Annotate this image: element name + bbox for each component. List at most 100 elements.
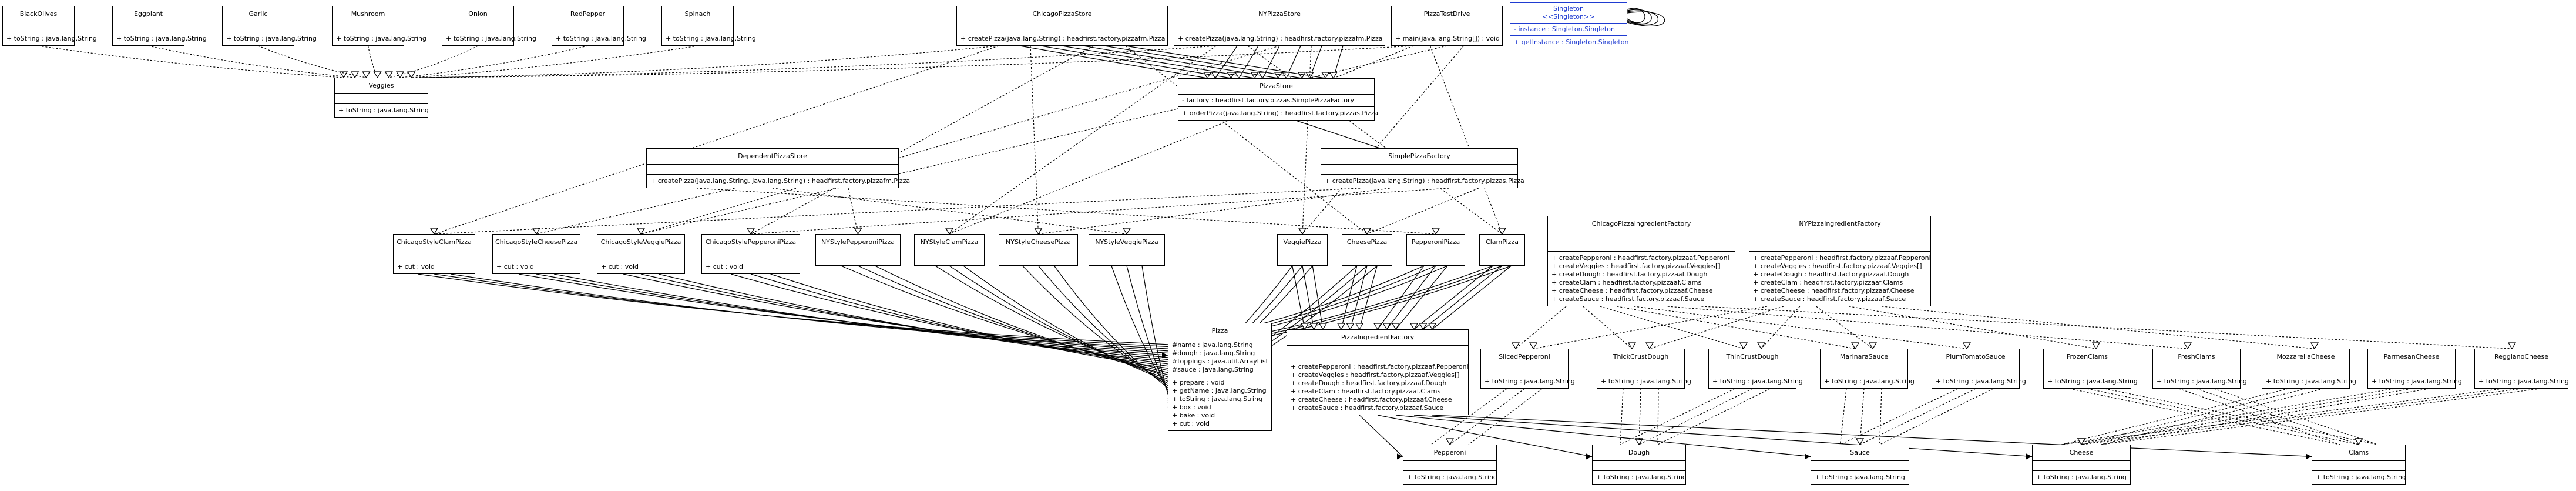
class-chicagostylecheesepizza[interactable]: ChicagoStyleCheesePizza + cut : void xyxy=(492,234,580,274)
class-methods: + toString : java.lang.String xyxy=(223,32,317,45)
class-name: ThickCrustDough xyxy=(1597,349,1684,365)
generalization-edge xyxy=(450,273,1168,349)
method: + toString : java.lang.String xyxy=(1601,378,1691,385)
class-onion[interactable]: Onion + toString : java.lang.String xyxy=(442,6,536,46)
class-garlic[interactable]: Garlic + toString : java.lang.String xyxy=(222,6,317,46)
class-clampizza[interactable]: ClamPizza xyxy=(1479,234,1525,266)
method: + createClam : headfirst.factory.pizzaaf… xyxy=(1753,279,1903,286)
class-pizza[interactable]: Pizza #name : java.lang.String #dough : … xyxy=(1168,323,1272,431)
class-plumtomatosauce[interactable]: PlumTomatoSauce + toString : java.lang.S… xyxy=(1932,349,2026,389)
class-freshclams[interactable]: FreshClams + toString : java.lang.String xyxy=(2152,349,2247,389)
method: + getInstance : Singleton.Singleton xyxy=(1514,38,1629,46)
class-eggplant[interactable]: Eggplant + toString : java.lang.String xyxy=(112,6,207,46)
class-chicagopizzastore[interactable]: ChicagoPizzaStore + createPizza(java.lan… xyxy=(956,6,1168,46)
class-spinach[interactable]: Spinach + toString : java.lang.String xyxy=(661,6,756,46)
class-name: PizzaTestDrive xyxy=(1392,6,1502,22)
method: + createVeggies : headfirst.factory.pizz… xyxy=(1551,262,1721,270)
dependency-arrowhead xyxy=(1868,342,1878,350)
association-arrowhead xyxy=(2306,453,2312,460)
realization-edge xyxy=(1840,388,1959,445)
class-nystylepepperonipizza[interactable]: NYStylePepperoniPizza xyxy=(815,234,901,266)
class-mozzarellacheese[interactable]: MozzarellaCheese + toString : java.lang.… xyxy=(2262,349,2356,389)
realization-edge xyxy=(2214,388,2378,445)
class-chicagopizzaingredientfactory[interactable]: ChicagoPizzaIngredientFactory + createPe… xyxy=(1547,216,1735,306)
class-parmesancheese[interactable]: ParmesanCheese + toString : java.lang.St… xyxy=(2367,349,2462,389)
class-dependentpizzastore[interactable]: DependentPizzaStore + createPizza(java.l… xyxy=(646,148,910,188)
class-pizzastore[interactable]: PizzaStore - factory : headfirst.factory… xyxy=(1178,78,1379,121)
class-mushroom[interactable]: Mushroom + toString : java.lang.String xyxy=(332,6,426,46)
dependency-arrowhead xyxy=(1034,228,1043,235)
class-veggies[interactable]: Veggies + toString : java.lang.String xyxy=(334,78,429,118)
class-name: DependentPizzaStore xyxy=(647,149,898,165)
class-fields xyxy=(1407,250,1465,260)
method: + createSauce : headfirst.factory.pizzaa… xyxy=(1551,295,1705,303)
dependency-arrowhead xyxy=(1627,342,1637,350)
class-chicagostylepepperonipizza[interactable]: ChicagoStylePepperoniPizza + cut : void xyxy=(701,234,800,274)
class-reggianocheese[interactable]: ReggianoCheese + toString : java.lang.St… xyxy=(2474,349,2569,389)
class-fields xyxy=(493,250,580,260)
dependency-arrowhead xyxy=(1850,342,1860,350)
class-singleton[interactable]: Singleton <<Singleton>> - instance : Sin… xyxy=(1510,2,1629,49)
method: + toString : java.lang.String xyxy=(2266,378,2356,385)
class-nystyleveggiepizza[interactable]: NYStyleVeggiePizza xyxy=(1089,234,1165,266)
class-methods: + toString : java.lang.String xyxy=(2368,375,2462,388)
class-name: Veggies xyxy=(335,78,428,94)
dependency-arrowhead xyxy=(2183,342,2192,350)
method: + orderPizza(java.lang.String) : headfir… xyxy=(1182,109,1379,117)
generalization-arrowhead xyxy=(1329,72,1338,79)
class-fields xyxy=(2475,365,2568,375)
dependency-edge xyxy=(418,45,1414,78)
realization-arrowhead xyxy=(373,71,382,79)
method: + createSauce : headfirst.factory.pizzaa… xyxy=(1753,295,1906,303)
class-methods: + toString : java.lang.String xyxy=(2044,375,2138,388)
class-cheese[interactable]: Cheese + toString : java.lang.String xyxy=(2032,445,2131,485)
class-frozenclams[interactable]: FrozenClams + toString : java.lang.Strin… xyxy=(2043,349,2138,389)
class-pepperonipizza[interactable]: PepperoniPizza xyxy=(1406,234,1465,266)
realization-edge xyxy=(2101,388,2430,445)
class-fields xyxy=(2262,365,2349,375)
class-pizzaingredientfactory[interactable]: PizzaIngredientFactory + createPepperoni… xyxy=(1287,329,1469,415)
class-marinarasauce[interactable]: MarinaraSauce + toString : java.lang.Str… xyxy=(1820,349,1915,389)
class-thickcrustdough[interactable]: ThickCrustDough + toString : java.lang.S… xyxy=(1597,349,1691,389)
class-name: Eggplant xyxy=(113,6,184,22)
class-nypizzastore[interactable]: NYPizzaStore + createPizza(java.lang.Str… xyxy=(1174,6,1385,46)
class-nystylecheesepizza[interactable]: NYStyleCheesePizza xyxy=(999,234,1078,266)
method: + createDough : headfirst.factory.pizzaa… xyxy=(1551,270,1708,278)
class-chicagostyleveggiepizza[interactable]: ChicagoStyleVeggiePizza + cut : void xyxy=(597,234,685,274)
generalization-arrowhead xyxy=(1297,72,1307,79)
dependency-edge xyxy=(1816,306,1873,349)
class-sauce[interactable]: Sauce + toString : java.lang.String xyxy=(1811,445,1909,485)
class-nypizzaingredientfactory[interactable]: NYPizzaIngredientFactory + createPeppero… xyxy=(1749,216,1931,306)
class-nystyleclampizza[interactable]: NYStyleClamPizza xyxy=(914,234,985,266)
class-blackolives[interactable]: BlackOlives + toString : java.lang.Strin… xyxy=(2,6,97,46)
class-clams[interactable]: Clams + toString : java.lang.String xyxy=(2312,445,2406,485)
class-pizzatestdrive[interactable]: PizzaTestDrive + main(java.lang.String[]… xyxy=(1391,6,1503,46)
class-methods: + toString : java.lang.String xyxy=(662,32,756,45)
class-cheesepizza[interactable]: CheesePizza xyxy=(1342,234,1392,266)
class-methods: + createPepperoni : headfirst.factory.pi… xyxy=(1548,252,1735,306)
class-redpepper[interactable]: RedPepper + toString : java.lang.String xyxy=(552,6,646,46)
method: + toString : java.lang.String xyxy=(2036,473,2127,481)
class-name: ChicagoStyleCheesePizza xyxy=(493,235,580,250)
realization-edge xyxy=(2081,388,2412,445)
class-chicagostyleclampizza[interactable]: ChicagoStyleClamPizza + cut : void xyxy=(393,234,475,274)
class-fields xyxy=(2312,461,2405,471)
class-veggiepizza[interactable]: VeggiePizza xyxy=(1277,234,1328,266)
class-name: PizzaIngredientFactory xyxy=(1287,330,1468,346)
class-thincrustdough[interactable]: ThinCrustDough + toString : java.lang.St… xyxy=(1708,349,1803,389)
method: + toString : java.lang.String xyxy=(1407,473,1497,481)
realization-edge xyxy=(1879,388,1994,445)
self-association-edge xyxy=(1627,11,1665,27)
association-edge xyxy=(1413,265,1493,330)
class-slicedpepperoni[interactable]: SlicedPepperoni + toString : java.lang.S… xyxy=(1480,349,1575,389)
class-dough[interactable]: Dough + toString : java.lang.String xyxy=(1592,445,1687,485)
class-fields xyxy=(1597,365,1684,375)
class-methods: + toString : java.lang.String xyxy=(1932,375,2026,388)
class-simplepizzafactory[interactable]: SimplePizzaFactory + createPizza(java.la… xyxy=(1321,148,1524,188)
generalization-arrowhead xyxy=(1274,72,1282,79)
realization-arrowhead xyxy=(384,71,393,79)
class-name: FreshClams xyxy=(2153,349,2240,365)
class-pepperoni[interactable]: Pepperoni + toString : java.lang.String xyxy=(1403,445,1497,485)
association-arrowhead xyxy=(1355,323,1364,330)
dependency-edge xyxy=(640,45,1447,235)
